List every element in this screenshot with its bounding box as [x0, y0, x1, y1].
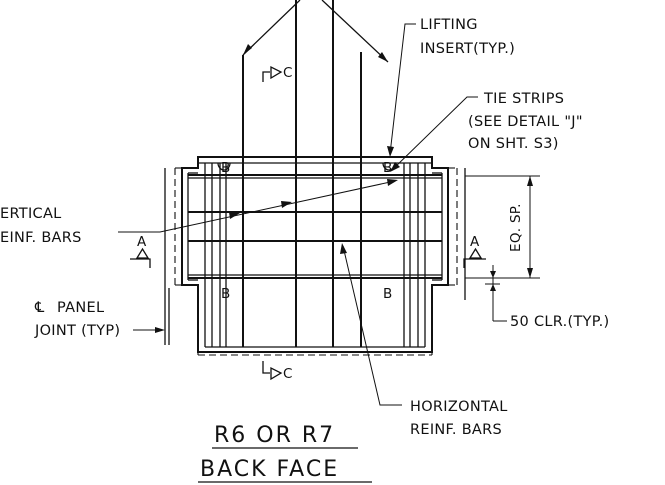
tie-strip-marks: B B B B: [221, 160, 393, 302]
panel-joint-label-1: PANEL: [57, 300, 104, 316]
tie-strips-label-3: ON SHT. S3): [468, 136, 559, 152]
tie-strips-label-1: TIE STRIPS: [483, 91, 564, 107]
lifting-cables: [242, 0, 389, 63]
section-c-top-marker: C: [262, 65, 293, 82]
horizontal-bars-label-1: HORIZONTAL: [410, 399, 508, 415]
title-line-1: R6 OR R7: [214, 423, 335, 448]
section-a-left-marker: A: [130, 234, 151, 268]
section-c-top-label: C: [283, 65, 293, 81]
horizontal-bars-callout: HORIZONTAL REINF. BARS: [340, 243, 508, 438]
tie-strips-label-2: (SEE DETAIL "J": [468, 114, 583, 130]
section-c-bottom-marker: C: [262, 361, 293, 382]
panel-joint-callout: ℄ PANEL JOINT (TYP): [34, 300, 165, 339]
hidden-lines: [174, 167, 458, 356]
panel-joint-label-2: JOINT (TYP): [34, 323, 120, 339]
vertical-bars-label-1: ERTICAL: [0, 206, 62, 222]
horizontal-bars-label-2: REINF. BARS: [410, 422, 502, 438]
eq-sp-label: EQ. SP.: [508, 203, 524, 252]
tie-mark-tr: B: [383, 160, 393, 176]
vertical-bars-callout: ERTICAL EINF. BARS: [0, 179, 398, 246]
drawing-title: R6 OR R7 BACK FACE: [198, 423, 372, 483]
lifting-insert-label-2: INSERT(TYP.): [420, 41, 515, 57]
clearance-label: 50 CLR.(TYP.): [510, 314, 609, 330]
section-a-right-label: A: [470, 234, 480, 250]
centerline-symbol: ℄: [34, 300, 45, 316]
panel-outline: [181, 156, 449, 353]
lifting-insert-callout: LIFTING INSERT(TYP.): [387, 17, 515, 157]
lifting-insert-label-1: LIFTING: [420, 17, 478, 33]
section-c-bottom-label: C: [283, 366, 293, 382]
panel-joint-lines: [164, 168, 466, 345]
tie-strips-callout: TIE STRIPS (SEE DETAIL "J" ON SHT. S3): [390, 91, 583, 172]
title-line-2: BACK FACE: [200, 457, 339, 482]
tie-mark-tl: B: [221, 160, 231, 176]
section-a-right-marker: A: [463, 234, 486, 268]
vertical-bars-label-2: EINF. BARS: [0, 230, 82, 246]
tie-mark-bl: B: [221, 286, 231, 302]
section-a-left-label: A: [137, 234, 147, 250]
lifting-insert-notches: [217, 162, 396, 171]
tie-mark-br: B: [383, 286, 393, 302]
vertical-reinf-bars: [219, 0, 411, 347]
clearance-dimension: 50 CLR.(TYP.): [485, 265, 609, 330]
eq-sp-dimension: EQ. SP.: [465, 175, 540, 279]
horizontal-reinf-bars: [188, 174, 442, 279]
